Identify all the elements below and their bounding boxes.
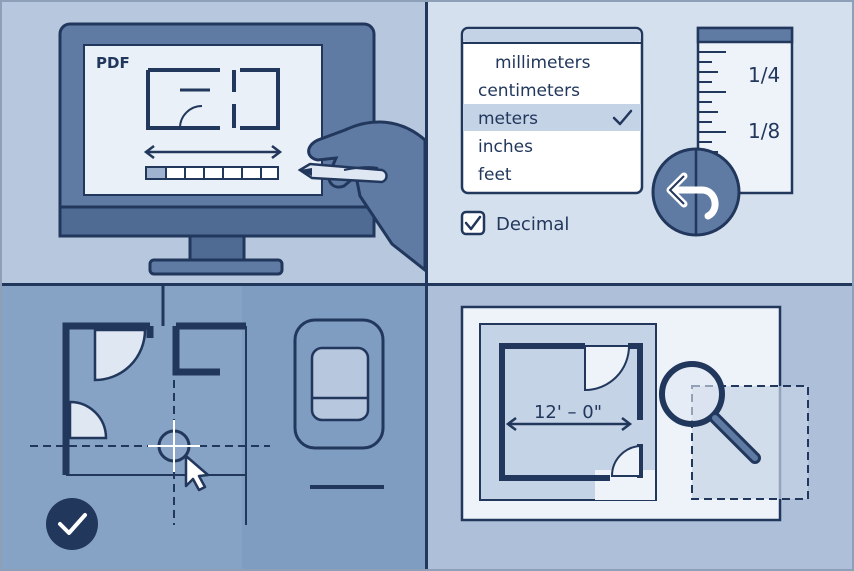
- zoom-plan-doors: [584, 345, 641, 477]
- dimension-label: 12' – 0": [534, 402, 602, 423]
- screen-dimension-arrow: [143, 145, 283, 159]
- magnifier-icon[interactable]: [659, 361, 761, 464]
- panel-zoom-plan: 12' – 0": [428, 286, 852, 569]
- plan-doors: [68, 328, 147, 440]
- zoom-dimension-arrow: [505, 417, 633, 431]
- unit-option-centimeters[interactable]: centimeters: [478, 81, 580, 101]
- unit-option-millimeters[interactable]: millimeters: [495, 53, 591, 73]
- decimal-label: Decimal: [496, 214, 569, 235]
- plan-walls: [62, 286, 246, 475]
- panel-crosshair-plan: [2, 286, 425, 569]
- appliance-icon: [293, 318, 385, 489]
- panel-units: millimeters centimeters meters inches fe…: [428, 2, 852, 283]
- ruler-fraction-eighth: 1/8: [748, 119, 780, 143]
- zoom-selection-box[interactable]: [691, 385, 809, 500]
- unit-option-feet[interactable]: feet: [478, 165, 512, 185]
- checkmark-icon: [612, 109, 633, 126]
- decimal-checkbox[interactable]: [460, 210, 486, 236]
- ruler-fraction-quarter: 1/4: [748, 63, 780, 87]
- undo-arrow-icon[interactable]: [651, 147, 741, 237]
- plan-outline-lines: [66, 326, 247, 525]
- screen-scale-bar: [145, 166, 279, 180]
- units-dropdown[interactable]: millimeters centimeters meters inches fe…: [460, 26, 644, 195]
- screen-floor-plan: [146, 68, 280, 130]
- crosshair-target: [148, 420, 200, 472]
- unit-option-inches[interactable]: inches: [478, 137, 533, 157]
- checkmark-circle-icon[interactable]: [46, 498, 98, 550]
- checkbox-check-icon: [464, 215, 482, 231]
- units-selected-row: [463, 104, 641, 131]
- mouse-cursor-icon: [184, 454, 210, 492]
- hand-with-pen-icon: [297, 120, 427, 274]
- pdf-label: PDF: [96, 54, 130, 72]
- unit-option-meters[interactable]: meters: [478, 109, 538, 129]
- panel-pdf-monitor: PDF: [2, 2, 427, 283]
